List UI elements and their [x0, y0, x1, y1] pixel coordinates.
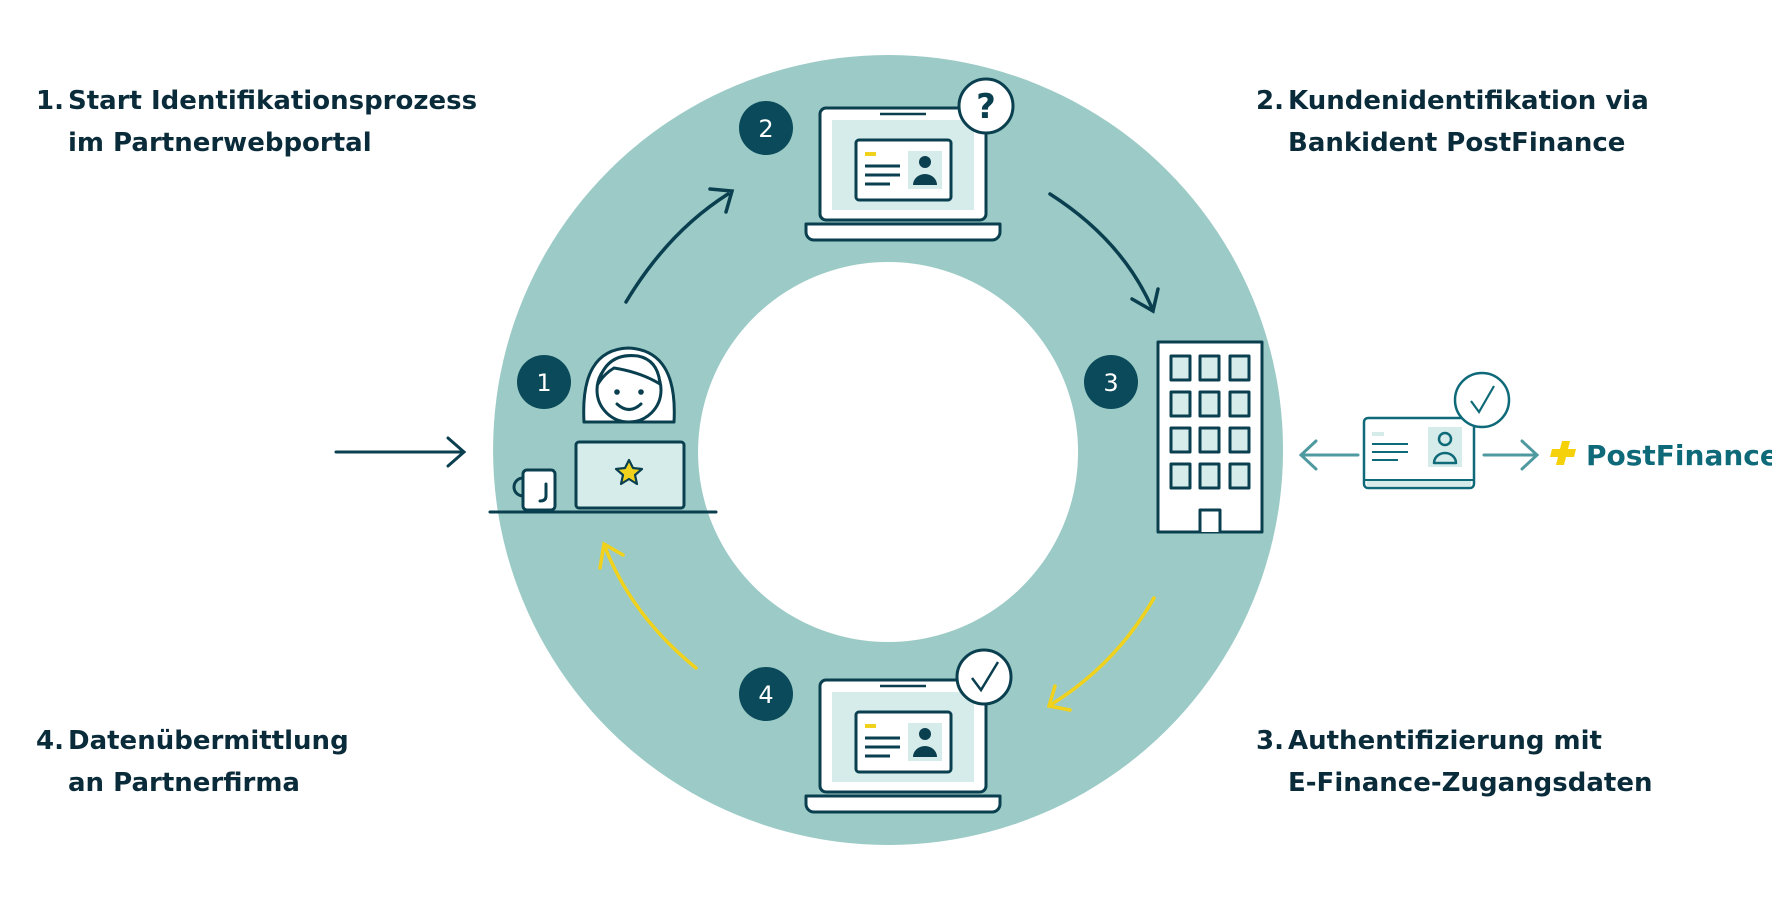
postfinance-wordmark: PostFinance [1586, 439, 1772, 472]
step-number: 2. [1256, 86, 1284, 116]
step-title-line-2: an Partnerfirma [68, 768, 300, 798]
cycle-arrow-3-to-4 [1046, 596, 1156, 712]
step-label-3: 3.Authentifizierung mit E-Finance-Zugang… [1256, 720, 1652, 804]
svg-text:4: 4 [758, 681, 773, 709]
step-number: 4. [36, 726, 64, 756]
step-number: 3. [1256, 726, 1284, 756]
cycle-arrow-4-to-1 [598, 541, 698, 670]
step-label-1: 1.Start Identifikationsprozess im Partne… [36, 80, 477, 164]
step-title-line-1: Authentifizierung mit [1288, 726, 1602, 756]
verified-id-card-icon [1362, 416, 1476, 490]
svg-text:?: ? [976, 87, 996, 127]
laptop-id-confirmed-icon [804, 678, 1002, 814]
verified-check-icon [1453, 371, 1511, 429]
cycle-arrow-2-to-3 [1048, 192, 1160, 314]
step-badge-3: 3 [1084, 355, 1138, 409]
step-title-line-1: Kundenidentifikation via [1288, 86, 1649, 116]
question-badge-icon: ? [957, 77, 1015, 135]
svg-text:3: 3 [1103, 369, 1118, 397]
checkmark-badge-icon [955, 648, 1013, 706]
step-title-line-1: Datenübermittlung [68, 726, 349, 756]
step-title-line-1: Start Identifikationsprozess [68, 86, 478, 116]
person-at-laptop-icon [488, 346, 718, 514]
postfinance-logo: PostFinance [1550, 439, 1772, 472]
svg-text:1: 1 [536, 369, 551, 397]
cycle-arrow-1-to-2 [624, 187, 735, 304]
side-arrow-left [1298, 439, 1360, 471]
step-badge-2: 2 [739, 101, 793, 155]
step-label-4: 4.Datenübermittlung an Partnerfirma [36, 720, 349, 804]
step-badge-1: 1 [517, 355, 571, 409]
postfinance-cross-icon [1550, 441, 1576, 465]
step-label-2: 2.Kundenidentifikation via Bankident Pos… [1256, 80, 1649, 164]
side-arrow-right [1482, 439, 1540, 471]
step-title-line-2: Bankident PostFinance [1288, 128, 1626, 158]
step-title-line-2: E-Finance-Zugangsdaten [1288, 768, 1653, 798]
step-badge-4: 4 [739, 667, 793, 721]
svg-text:2: 2 [758, 115, 773, 143]
laptop-id-check-icon [804, 106, 1002, 242]
process-ring [493, 55, 1284, 845]
step-title-line-2: im Partnerwebportal [68, 128, 372, 158]
office-building-icon [1156, 340, 1264, 534]
step-number: 1. [36, 86, 64, 116]
entry-arrow [334, 436, 467, 468]
